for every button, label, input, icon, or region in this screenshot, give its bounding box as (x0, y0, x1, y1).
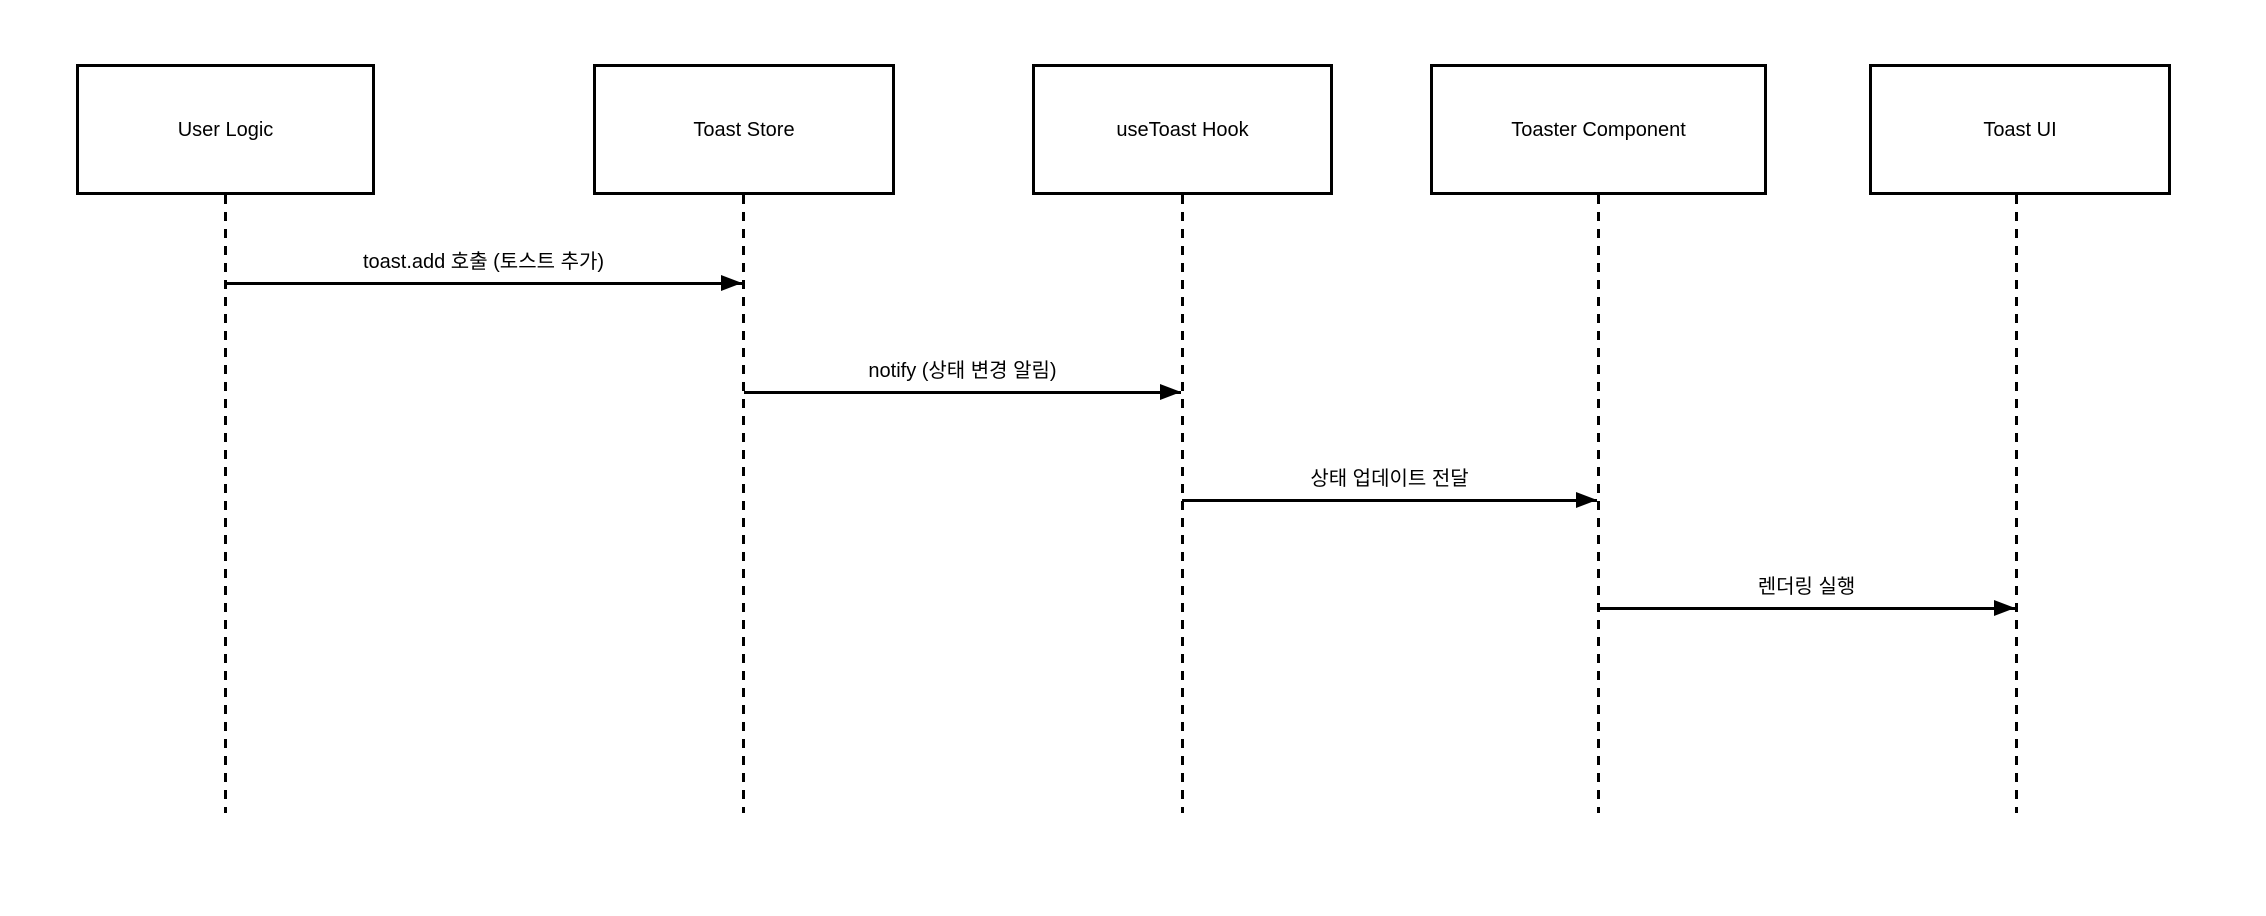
message-line (1182, 498, 1597, 502)
lifeline-usetoast-hook (1181, 195, 1184, 813)
participant-box-toaster-component: Toaster Component (1430, 64, 1767, 195)
participant-box-toast-store: Toast Store (593, 64, 895, 195)
participant-label-toaster-component: Toaster Component (1511, 118, 1686, 141)
lifeline-toaster-component (1597, 195, 1600, 813)
arrowhead-right-icon (721, 275, 742, 291)
arrowhead-right-icon (1994, 600, 2015, 616)
message-line (744, 390, 1181, 394)
message-line (225, 281, 742, 285)
lifeline-toast-ui (2015, 195, 2018, 813)
participant-label-toast-ui: Toast UI (1983, 118, 2057, 141)
participant-label-toast-store: Toast Store (693, 118, 795, 141)
participant-box-usetoast-hook: useToast Hook (1032, 64, 1333, 195)
lifeline-user-logic (224, 195, 227, 813)
message-label-notify: notify (상태 변경 알림) (868, 360, 1057, 382)
lifeline-toast-store (742, 195, 745, 813)
message-line (1598, 606, 2015, 610)
arrowhead-right-icon (1576, 492, 1597, 508)
message-label-render: 렌더링 실행 (1757, 576, 1856, 598)
arrowhead-right-icon (1160, 384, 1181, 400)
message-label-state-update: 상태 업데이트 전달 (1310, 468, 1469, 490)
participant-box-toast-ui: Toast UI (1869, 64, 2171, 195)
participant-label-usetoast-hook: useToast Hook (1116, 118, 1249, 141)
message-label-toast-add: toast.add 호출 (토스트 추가) (362, 251, 605, 273)
participant-label-user-logic: User Logic (177, 118, 274, 141)
participant-box-user-logic: User Logic (76, 64, 375, 195)
